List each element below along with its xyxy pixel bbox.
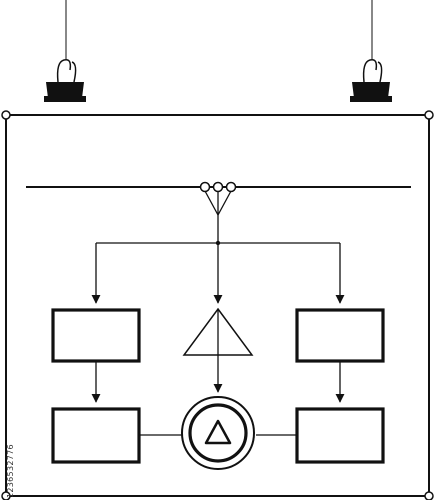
junction-node (225, 181, 237, 193)
feed-line (217, 190, 232, 216)
board-frame (5, 114, 430, 497)
block-top-right (295, 308, 385, 363)
block-bottom-right (295, 407, 385, 464)
frame-corner-dot (424, 110, 434, 120)
frame-corner-dot (1, 491, 11, 500)
watermark-id: 1236532776 (4, 380, 18, 500)
feed-line (204, 190, 219, 216)
frame-corner-dot (1, 110, 11, 120)
block-bottom-left (51, 407, 141, 464)
binder-clip-icon (350, 58, 392, 102)
junction-node (199, 181, 211, 193)
frame-corner-dot (424, 491, 434, 500)
junction-node (212, 181, 224, 193)
binder-clip-icon (44, 58, 86, 102)
triangle-in-circle-icon (181, 396, 255, 470)
watermark-text: 1236532776 (6, 444, 15, 498)
block-top-left (51, 308, 141, 363)
